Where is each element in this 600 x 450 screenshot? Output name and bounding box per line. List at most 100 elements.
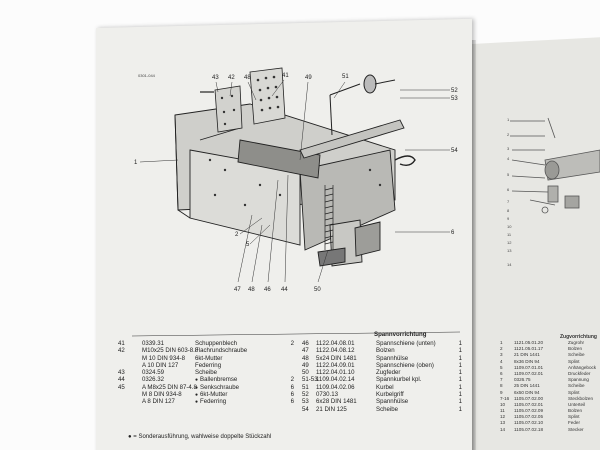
pos: 44 bbox=[118, 376, 125, 384]
part-number: 1122.04.01.10 bbox=[316, 369, 355, 377]
callout-6: 6 bbox=[451, 230, 455, 236]
right-page-heading: Zugvorrichtung bbox=[560, 334, 597, 340]
part-number: 1109.04.02.14 bbox=[316, 376, 355, 384]
frame-holes bbox=[208, 158, 382, 207]
column-number-2: 1122.04.08.01 1122.04.08.12 5x24 DIN 148… bbox=[316, 340, 374, 413]
crank bbox=[329, 74, 396, 136]
part-qty: 1 bbox=[458, 354, 462, 362]
part-description: Federring bbox=[195, 361, 222, 369]
footnote: ● = Sonderausführung, wahlweise doppelte… bbox=[128, 434, 272, 440]
right-label-12: 12 bbox=[507, 240, 512, 245]
part-number: A M8x25 DIN 87-4.8 bbox=[142, 383, 197, 391]
right-label-3: 3 bbox=[507, 146, 510, 151]
part-qty bbox=[286, 362, 294, 369]
pos: 47 bbox=[302, 347, 309, 355]
right-label-11: 11 bbox=[507, 232, 512, 237]
part-number: 1109.04.02.06 bbox=[316, 383, 355, 391]
right-label-6: 6 bbox=[507, 187, 510, 192]
part-description: 6kt-Mutter bbox=[195, 354, 223, 362]
part-number: A 10 DIN 127 bbox=[142, 361, 179, 369]
part-number: 1122.04.09.01 bbox=[316, 361, 355, 369]
callout-49: 49 bbox=[305, 75, 312, 81]
right-label-13: 13 bbox=[507, 248, 512, 253]
part-number: M10x25 DIN 603-8.8 bbox=[142, 347, 199, 355]
part-number: 21 DIN 125 bbox=[316, 405, 347, 413]
pos: 43 bbox=[118, 369, 125, 377]
part-description: Spannhülse bbox=[376, 354, 409, 362]
callout-1: 1 bbox=[134, 160, 138, 166]
part-number: 0326.32 bbox=[142, 376, 165, 384]
column-description-2: Spannschiene (unten) Bolzen Spannhülse S… bbox=[376, 340, 446, 413]
pos bbox=[118, 362, 132, 369]
part-description: Kurbel bbox=[376, 383, 394, 391]
part-number: 0730.13 bbox=[316, 391, 339, 399]
part-qty bbox=[286, 369, 294, 376]
section-heading: Spannvorrichtung bbox=[374, 331, 427, 338]
part-qty: 1 bbox=[458, 369, 462, 377]
part-description: Schuppenblech bbox=[195, 340, 238, 347]
right-label-7: 7 bbox=[507, 199, 510, 204]
pos: 42 bbox=[118, 347, 125, 355]
part-description: Zugfeder bbox=[376, 369, 401, 377]
scale-plate bbox=[249, 67, 286, 125]
pos: 52 bbox=[302, 391, 309, 399]
support-plate bbox=[200, 85, 243, 133]
part-qty: 2 bbox=[290, 376, 294, 384]
part-number: 0324.59 bbox=[142, 369, 165, 377]
part-description: Senkschraube bbox=[195, 384, 255, 391]
pos: 51-53 bbox=[302, 376, 318, 384]
part-number: 0339.31 bbox=[142, 340, 165, 347]
callout-48b: 48 bbox=[248, 287, 255, 293]
right-label-8: 8 bbox=[507, 208, 510, 213]
column-qty-1: 2 2 6 6 6 bbox=[286, 340, 294, 406]
hook bbox=[394, 155, 416, 167]
part-qty: 1 bbox=[458, 391, 462, 399]
part-qty: 2 bbox=[290, 340, 294, 347]
right-label-2: 2 bbox=[507, 132, 510, 137]
part-description: Flachrundschraube bbox=[195, 347, 248, 355]
callout-46: 46 bbox=[264, 287, 271, 293]
part-description: Bolzen bbox=[376, 347, 395, 355]
part-number: A 8 DIN 127 bbox=[142, 398, 175, 406]
part-number: M 8 DIN 934-8 bbox=[142, 391, 182, 399]
right-label-10: 10 bbox=[507, 224, 512, 229]
right-page-drawing bbox=[510, 117, 600, 214]
part-description: Spannkurbel kpl. bbox=[376, 376, 422, 384]
callout-43: 43 bbox=[212, 75, 219, 81]
column-pos-2: 46 47 48 49 50 51-53 51 52 53 54 bbox=[302, 340, 318, 413]
part-qty: 6 bbox=[290, 383, 294, 391]
pos: 49 bbox=[302, 361, 309, 369]
part-number: 6x28 DIN 1481 bbox=[316, 398, 357, 406]
drawing-code: 0301-044 bbox=[138, 73, 156, 78]
pos: 41 bbox=[118, 340, 125, 347]
part-description: Federring bbox=[195, 398, 255, 405]
right-page-labels: 1 2 3 4 5 6 7 8 9 10 11 12 13 14 bbox=[507, 117, 512, 267]
callout-52: 52 bbox=[451, 88, 458, 94]
chassis-frame bbox=[174, 103, 405, 267]
column-pos-1: 41 42 43 44 45 bbox=[118, 340, 132, 406]
part-qty: 6 bbox=[290, 398, 294, 406]
callout-50: 50 bbox=[314, 287, 321, 293]
callout-51: 51 bbox=[342, 74, 349, 80]
right-label-14: 14 bbox=[507, 262, 512, 267]
callout-48: 48 bbox=[244, 75, 251, 81]
callout-53: 53 bbox=[451, 96, 458, 102]
column-qty-2: 1 1 1 1 1 1 1 1 1 1 bbox=[454, 340, 462, 413]
part-qty: 1 bbox=[458, 383, 462, 391]
callout-47: 47 bbox=[234, 287, 241, 293]
part-qty: 1 bbox=[458, 398, 462, 406]
callout-41: 41 bbox=[282, 73, 289, 79]
leader-lines bbox=[139, 79, 450, 283]
part-description: Spannschiene (oben) bbox=[376, 361, 434, 369]
right-label-4: 4 bbox=[507, 156, 510, 161]
part-description: Ballenbremse bbox=[195, 376, 255, 383]
column-description-1: Schuppenblech Flachrundschraube 6kt-Mutt… bbox=[195, 340, 255, 406]
part-number: M 10 DIN 934-8 bbox=[142, 354, 186, 362]
part-number: 5x24 DIN 1481 bbox=[316, 354, 357, 362]
part-qty: 1 bbox=[458, 376, 462, 384]
part-number: 1122.04.08.01 bbox=[316, 340, 355, 347]
table-rule bbox=[131, 331, 461, 337]
callout-5: 5 bbox=[246, 242, 250, 248]
callout-labels: 43 42 48 41 49 51 52 53 54 1 2 5 6 47 48… bbox=[134, 73, 458, 293]
